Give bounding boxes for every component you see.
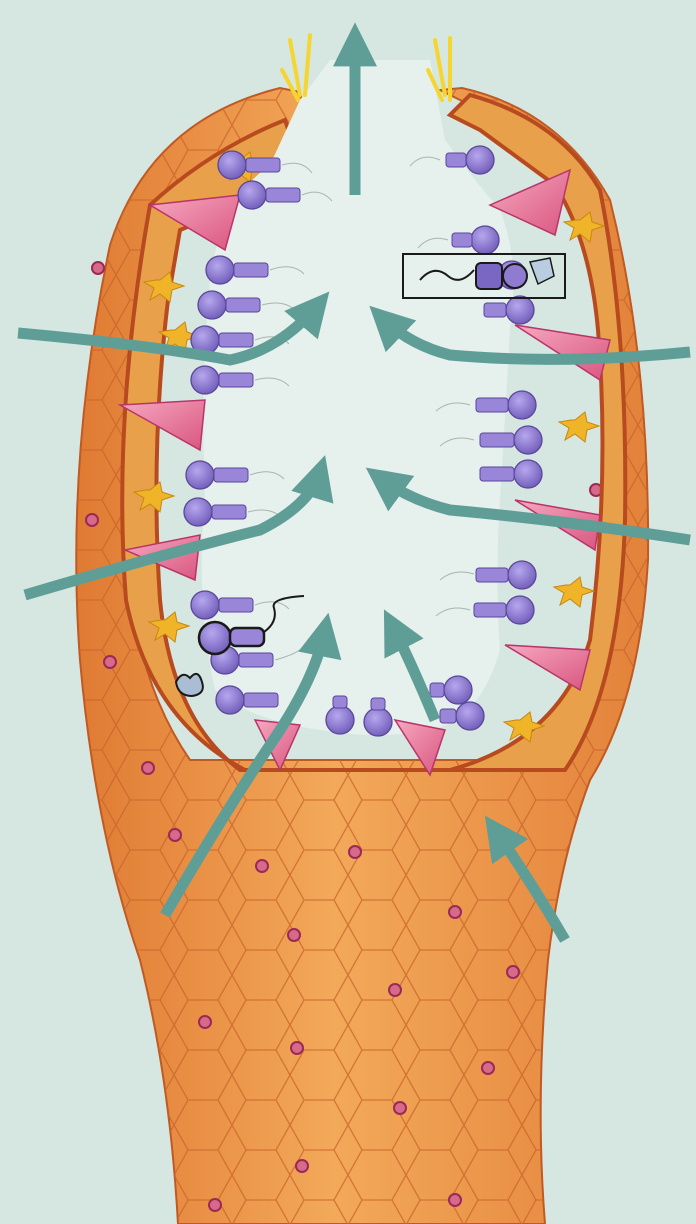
- sponge-illustration: [0, 0, 696, 1224]
- sponge-diagram: [0, 0, 696, 1224]
